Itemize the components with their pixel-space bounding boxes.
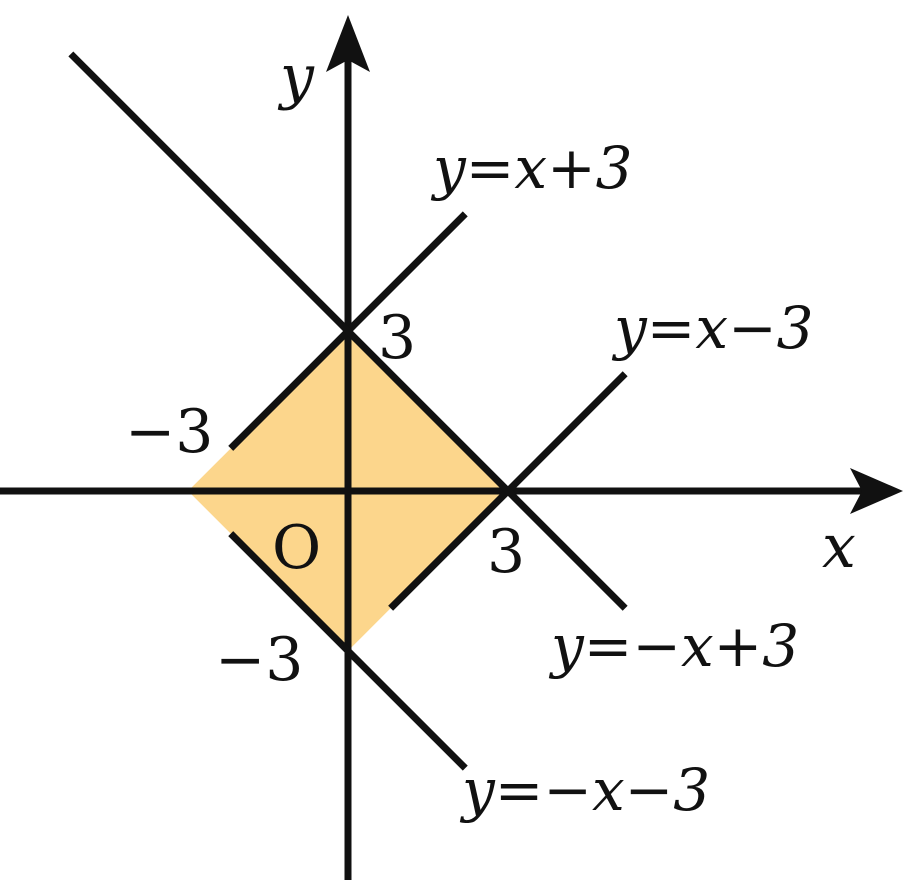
label-line-x-plus-3: y=x+3 bbox=[430, 134, 633, 202]
label-line-x-minus-3: y=x−3 bbox=[611, 294, 814, 362]
label-line-neg-x-minus-3: y=−x−3 bbox=[459, 756, 710, 824]
y-axis-label: y bbox=[277, 42, 315, 112]
x-axis-label: x bbox=[822, 512, 856, 582]
line-neg-x-plus-3 bbox=[68, 51, 628, 611]
tick-y-negative: −3 bbox=[215, 625, 303, 695]
x-axis-arrowhead bbox=[850, 468, 903, 514]
y-axis-arrowhead bbox=[326, 15, 370, 72]
origin-label: O bbox=[272, 513, 321, 583]
tick-y-positive: 3 bbox=[378, 303, 416, 373]
boundary-lines bbox=[68, 51, 628, 771]
label-line-neg-x-plus-3: y=−x+3 bbox=[548, 612, 799, 680]
tick-x-positive: 3 bbox=[487, 517, 525, 587]
line-neg-x-minus-3 bbox=[228, 531, 468, 771]
tick-x-negative: −3 bbox=[125, 397, 213, 467]
